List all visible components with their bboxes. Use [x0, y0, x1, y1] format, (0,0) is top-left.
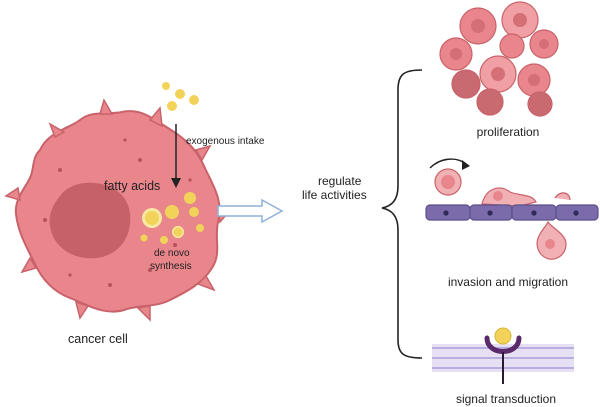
cancer-cell-label: cancer cell: [68, 332, 128, 346]
signal-transduction-label: signal transduction: [456, 392, 556, 406]
proliferation-label: proliferation: [477, 125, 540, 139]
ligand-icon: [494, 327, 512, 345]
exogenous-intake-label: exogenous intake: [186, 136, 265, 147]
invasion-migration-illustration: [425, 158, 599, 260]
regulate-arrow: [217, 198, 284, 224]
curly-brace: [381, 69, 423, 359]
receptor-icon: [484, 335, 522, 354]
endothelium-layer: [425, 204, 599, 221]
exogenous-lipid-droplets: [162, 82, 199, 111]
signal-transduction-illustration: [432, 327, 574, 384]
regulate-label-line1: regulate: [318, 174, 362, 188]
proliferation-cluster: [439, 1, 559, 117]
lipid-droplets: [140, 192, 204, 244]
cytoplasm-dots: [43, 138, 192, 287]
regulate-label-line2: life activities: [302, 188, 367, 202]
nucleus: [49, 182, 131, 259]
cancer-cell: [4, 82, 234, 322]
invasion-migration-label: invasion and migration: [448, 275, 568, 289]
de-novo-label-line2: synthesis: [150, 261, 192, 272]
fatty-acids-label: fatty acids: [104, 179, 160, 193]
de-novo-label-line1: de novo: [154, 248, 190, 259]
proliferation-nuclei: [450, 13, 549, 86]
intake-arrow-head: [171, 178, 181, 188]
